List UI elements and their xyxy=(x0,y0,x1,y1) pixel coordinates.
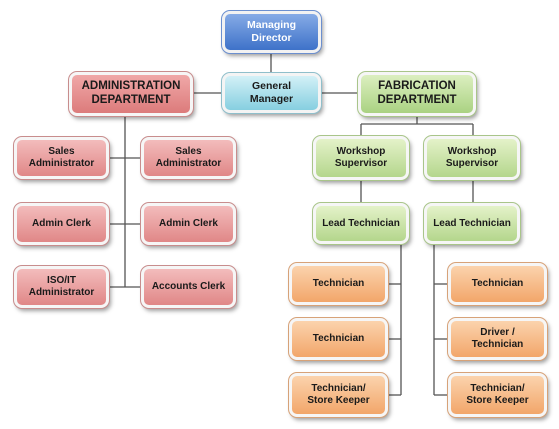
workshop-supervisor-label: Workshop Supervisor xyxy=(334,146,388,169)
iso-it-administrator-label: ISO/IT Administrator xyxy=(28,275,95,298)
technician-label: Technician xyxy=(312,278,365,289)
workshop-supervisor-right-box: Workshop Supervisor xyxy=(423,135,521,181)
technician-left-2-box: Technician xyxy=(288,317,389,361)
admin-clerk-label: Admin Clerk xyxy=(159,218,218,229)
sales-administrator-right-box: Sales Administrator xyxy=(140,136,237,180)
managing-director-label: Managing Director xyxy=(247,19,296,44)
general-manager-label: General Manager xyxy=(249,80,294,105)
technician-label: Technician xyxy=(471,278,524,289)
iso-it-administrator-box: ISO/IT Administrator xyxy=(13,265,110,309)
driver-technician-label: Driver / Technician xyxy=(471,327,524,350)
sales-administrator-left-box: Sales Administrator xyxy=(13,136,110,180)
technician-store-keeper-right-box: Technician/ Store Keeper xyxy=(447,372,548,418)
fabrication-department-label: FABRICATION DEPARTMENT xyxy=(377,80,457,106)
lead-technician-left-box: Lead Technician xyxy=(312,202,410,245)
fabrication-department-box: FABRICATION DEPARTMENT xyxy=(357,71,477,117)
lead-technician-label: Lead Technician xyxy=(322,217,400,229)
admin-clerk-label: Admin Clerk xyxy=(32,218,91,229)
lead-technician-label: Lead Technician xyxy=(433,217,511,229)
technician-store-keeper-label: Technician/ Store Keeper xyxy=(466,383,529,406)
general-manager-box: General Manager xyxy=(221,72,322,114)
admin-clerk-right-box: Admin Clerk xyxy=(140,202,237,246)
driver-technician-box: Driver / Technician xyxy=(447,317,548,361)
sales-administrator-label: Sales Administrator xyxy=(28,146,95,169)
workshop-supervisor-left-box: Workshop Supervisor xyxy=(312,135,410,181)
technician-store-keeper-left-box: Technician/ Store Keeper xyxy=(288,372,389,418)
managing-director-box: Managing Director xyxy=(221,10,322,54)
technician-right-1-box: Technician xyxy=(447,262,548,306)
technician-left-1-box: Technician xyxy=(288,262,389,306)
sales-administrator-label: Sales Administrator xyxy=(155,146,222,169)
administration-department-box: ADMINISTRATION DEPARTMENT xyxy=(68,71,194,117)
lead-technician-right-box: Lead Technician xyxy=(423,202,521,245)
administration-department-label: ADMINISTRATION DEPARTMENT xyxy=(81,80,181,106)
workshop-supervisor-label: Workshop Supervisor xyxy=(445,146,499,169)
admin-clerk-left-box: Admin Clerk xyxy=(13,202,110,246)
technician-store-keeper-label: Technician/ Store Keeper xyxy=(307,383,370,406)
accounts-clerk-box: Accounts Clerk xyxy=(140,265,237,309)
technician-label: Technician xyxy=(312,333,365,344)
accounts-clerk-label: Accounts Clerk xyxy=(151,281,226,292)
